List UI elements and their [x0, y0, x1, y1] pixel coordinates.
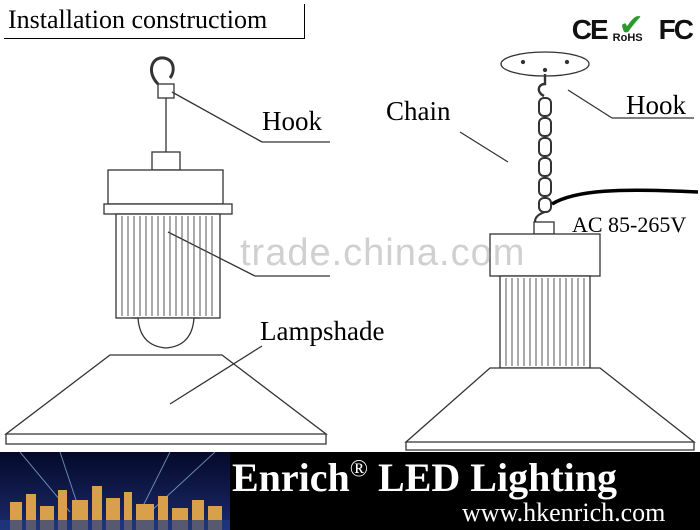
left-driver-housing — [107, 169, 224, 205]
city-skyline-image — [0, 452, 230, 530]
right-hook-icon — [537, 74, 547, 98]
registered-mark: ® — [349, 456, 369, 483]
ce-mark: CE — [571, 14, 609, 45]
page-title: Installation constructiom — [8, 5, 268, 34]
voltage-label: AC 85-265V — [572, 212, 687, 237]
left-heatsink — [115, 213, 221, 319]
certification-marks: CE ✔ RoHS FC — [571, 9, 694, 46]
left-hook-icon — [149, 56, 175, 86]
fc-mark: FC — [658, 14, 694, 45]
title-frame — [4, 4, 305, 39]
lampshade-left-leader — [169, 345, 263, 405]
left-lens — [137, 317, 195, 349]
right-heatsink-fins — [505, 278, 585, 366]
rohs-text: RoHS — [612, 32, 643, 44]
watermark: trade.china.com — [240, 232, 526, 274]
brand-name: Enrich® LED Lighting — [232, 454, 617, 501]
ac-cable — [551, 188, 699, 206]
chain-icon — [538, 97, 552, 213]
chain-leader — [459, 131, 509, 163]
rohs-mark: ✔ RoHS — [611, 9, 655, 46]
right-driver-housing — [489, 233, 601, 277]
hook-right-leader — [567, 89, 613, 119]
left-heatsink-fins — [121, 216, 213, 316]
brand-banner: Enrich® LED Lighting www.hkenrich.com — [0, 452, 700, 530]
hook-left-leader — [171, 91, 263, 143]
right-heatsink — [499, 275, 591, 369]
brand-word: Enrich — [232, 455, 350, 500]
right-lampshade — [404, 367, 696, 443]
website-url[interactable]: www.hkenrich.com — [462, 498, 666, 527]
hook-right-label: Hook — [626, 90, 686, 120]
brand-product: LED Lighting — [378, 455, 617, 500]
ceiling-plate — [500, 51, 590, 77]
hook-left-label: Hook — [262, 106, 322, 136]
check-icon: ✔ — [618, 9, 644, 42]
lampshade-label: Lampshade — [260, 316, 385, 346]
chain-label: Chain — [386, 96, 451, 126]
right-connector — [533, 221, 555, 235]
